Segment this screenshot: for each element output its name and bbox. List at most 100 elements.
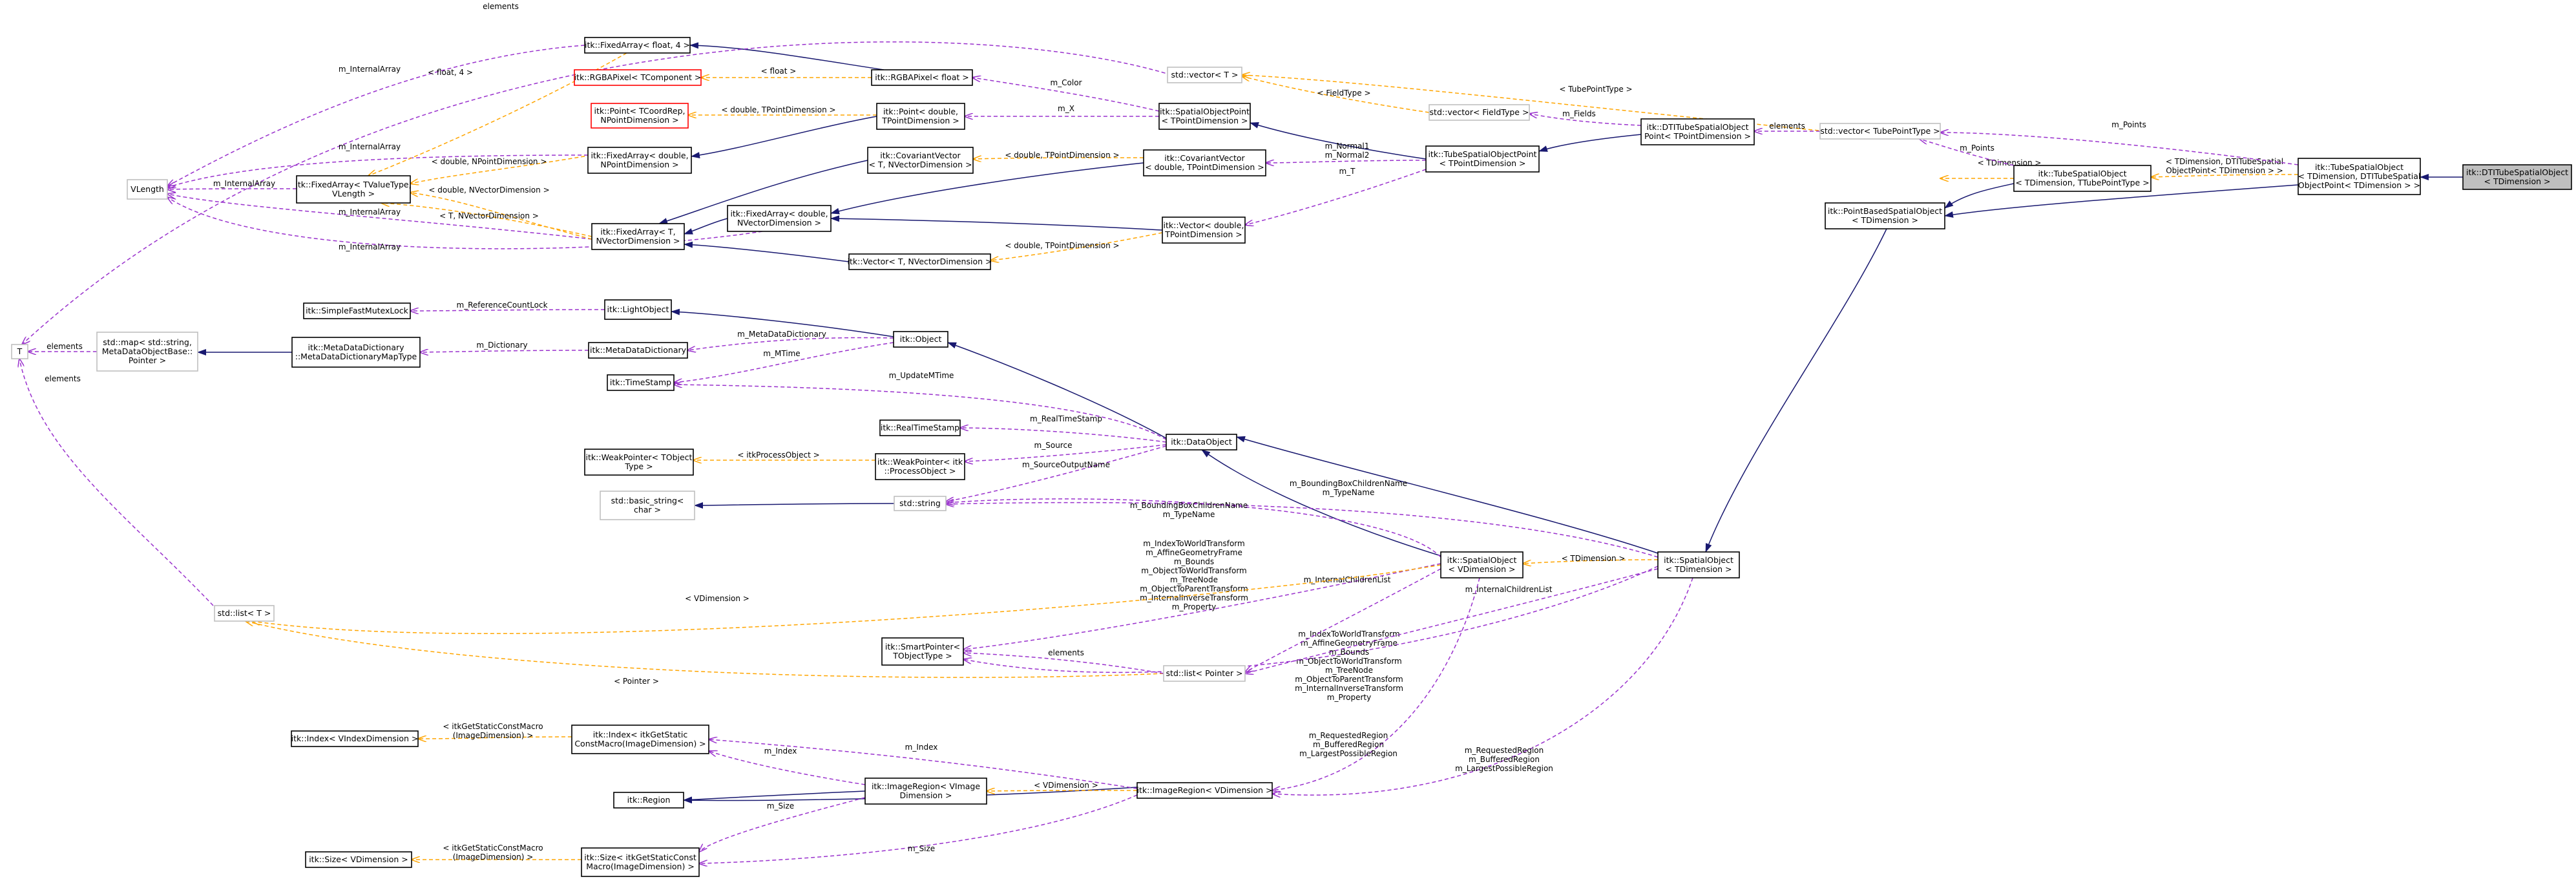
class-node[interactable]: itk::DTITubeSpatialObject< TDimension > (2462, 164, 2572, 190)
class-node[interactable]: itk::RGBAPixel< TComponent > (574, 69, 702, 86)
class-node-label-line: NVectorDimension > (596, 236, 680, 246)
edge-label-line: m_InternalInverseTransform (1295, 684, 1403, 693)
class-node[interactable]: std::vector< TubePointType > (1819, 123, 1941, 140)
class-node[interactable]: std::string (894, 496, 947, 511)
edge-label-line: m_Normal2 (1325, 151, 1370, 160)
usage-edge (963, 563, 1441, 650)
edge-label: m_Source (1034, 441, 1073, 450)
class-node[interactable]: itk::RealTimeStamp (879, 419, 961, 436)
class-node[interactable]: itk::CovariantVector< double, TPointDime… (1143, 149, 1266, 176)
class-node[interactable]: itk::FixedArray< float, 4 > (584, 37, 691, 54)
class-node-label-line: itk::Point< TCoordRep, (594, 106, 685, 116)
class-node-label-line: itk::PointBasedSpatialObject (1828, 206, 1942, 216)
class-node[interactable]: itk::MetaDataDictionary::MetaDataDiction… (291, 337, 421, 368)
class-node[interactable]: itk::TubeSpatialObject< TDimension, DTIT… (2298, 158, 2421, 195)
class-node[interactable]: itk::FixedArray< double,NPointDimension … (587, 147, 692, 174)
edge-label: elements (1048, 648, 1084, 657)
edge-label-line: elements (483, 2, 519, 11)
class-node[interactable]: itk::CovariantVector< T, NVectorDimensio… (867, 147, 974, 174)
class-node[interactable]: itk::TubeSpatialObjectPoint< TPointDimen… (1425, 145, 1540, 173)
class-node[interactable]: itk::Index< VIndexDimension > (291, 730, 419, 747)
class-node-label: itk::TubeSpatialObject< TDimension, DTIT… (2298, 162, 2421, 190)
class-node[interactable]: itk::Size< VDimension > (305, 851, 412, 868)
class-node-label: itk::DTITubeSpatialObject< TDimension > (2466, 167, 2568, 186)
edge-label: < itkProcessObject > (737, 450, 819, 460)
class-node-label-line: Macro(ImageDimension) > (586, 862, 695, 871)
edge-label-line: m_TreeNode (1325, 666, 1373, 675)
class-node-label-line: < TDimension, TTubePointType > (2015, 178, 2149, 187)
class-node-label-line: itk::CovariantVector (880, 151, 961, 160)
edge-label-line: m_IndexToWorldTransform (1143, 539, 1244, 548)
class-node[interactable]: itk::Object (893, 331, 948, 348)
edge-label: m_T (1339, 167, 1356, 176)
class-node[interactable]: VLength (127, 179, 168, 200)
class-node-label-line: Type > (624, 461, 653, 471)
usage-edge (709, 739, 1138, 789)
edge-label-line: m_Property (1327, 693, 1371, 702)
class-node[interactable]: itk::ImageRegion< VDimension > (1136, 782, 1273, 799)
inheritance-edge (684, 218, 728, 235)
class-node-label-line: itk::WeakPointer< TObject (586, 452, 693, 462)
class-node[interactable]: itk::RGBAPixel< float > (871, 69, 973, 86)
inheritance-edge (1236, 436, 1659, 554)
class-node-label: itk::TubeSpatialObject< TDimension, TTub… (2015, 169, 2149, 187)
class-node[interactable]: itk::PointBasedSpatialObject< TDimension… (1825, 202, 1945, 229)
class-node[interactable]: itk::SpatialObjectPoint< TPointDimension… (1158, 103, 1251, 130)
edge-label-line: < VDimension > (1034, 781, 1098, 790)
class-node[interactable]: itk::FixedArray< TValueType,VLength > (295, 175, 412, 204)
class-node[interactable]: std::list< Pointer > (1163, 665, 1246, 682)
edge-label-line: m_T (1339, 167, 1356, 176)
class-node-box (894, 496, 947, 511)
edge-label: m_InternalArray (339, 207, 401, 217)
edge-label-line: elements (1048, 648, 1084, 657)
template-edge (381, 203, 592, 237)
class-node[interactable]: itk::SpatialObject< VDimension > (1440, 551, 1524, 578)
class-node-box (867, 147, 974, 174)
class-node[interactable]: itk::Vector< T, NVectorDimension > (848, 253, 992, 270)
edge-label: m_Points (1960, 143, 1995, 153)
edge-label: < float, 4 > (428, 68, 473, 77)
inheritance-edge (694, 502, 895, 509)
class-node-box (96, 332, 198, 372)
class-node[interactable]: itk::SmartPointer<TObjectType > (881, 637, 964, 666)
class-node[interactable]: itk::SpatialObject< TDimension > (1657, 551, 1740, 578)
class-node[interactable]: itk::Point< double,TPointDimension > (876, 103, 965, 130)
class-node[interactable]: itk::SimpleFastMutexLock (303, 302, 411, 319)
edge-label-line: < T, NVectorDimension > (439, 211, 539, 220)
edge-label-line: < TDimension, DTITubeSpatial (2166, 157, 2283, 166)
edge-label-line: m_InternalArray (213, 179, 275, 188)
class-node[interactable]: itk::LightObject (604, 299, 672, 320)
class-node[interactable]: std::vector< T > (1167, 67, 1242, 83)
class-node-label-line: char > (634, 505, 661, 514)
class-node[interactable]: std::map< std::string,MetaDataObjectBase… (96, 332, 198, 372)
class-node[interactable]: itk::Point< TCoordRep,NPointDimension > (591, 103, 689, 129)
class-node-label-line: itk::ImageRegion< VDimension > (1137, 785, 1273, 795)
class-node[interactable]: itk::DataObject (1166, 434, 1237, 450)
class-node[interactable]: itk::MetaDataDictionary (588, 342, 688, 359)
class-node[interactable]: std::list< T > (214, 605, 275, 622)
edge-label: elements (483, 2, 519, 11)
edge-label-line: m_Size (908, 844, 935, 853)
class-node[interactable]: itk::Region (613, 792, 684, 809)
class-node[interactable]: itk::WeakPointer< itk::ProcessObject > (875, 453, 965, 480)
class-node[interactable]: itk::Vector< double,TPointDimension > (1162, 217, 1246, 244)
class-node[interactable]: std::vector< FieldType > (1429, 104, 1530, 121)
inheritance-edge (691, 116, 877, 159)
class-node-box (604, 299, 672, 320)
class-node-box (2013, 165, 2152, 192)
class-node[interactable]: itk::TubeSpatialObject< TDimension, TTub… (2013, 165, 2152, 192)
class-node[interactable]: itk::TimeStamp (607, 374, 675, 391)
class-node[interactable]: itk::FixedArray< double,NVectorDimension… (727, 205, 832, 232)
class-node-box (893, 331, 948, 348)
class-node[interactable]: T (11, 344, 28, 359)
class-node[interactable]: itk::FixedArray< T,NVectorDimension > (591, 223, 685, 250)
class-node-label-line: itk::SpatialObjectPoint (1160, 107, 1250, 116)
edge-label-line: m_Color (1050, 78, 1082, 87)
class-node[interactable]: std::basic_string<char > (600, 491, 695, 520)
